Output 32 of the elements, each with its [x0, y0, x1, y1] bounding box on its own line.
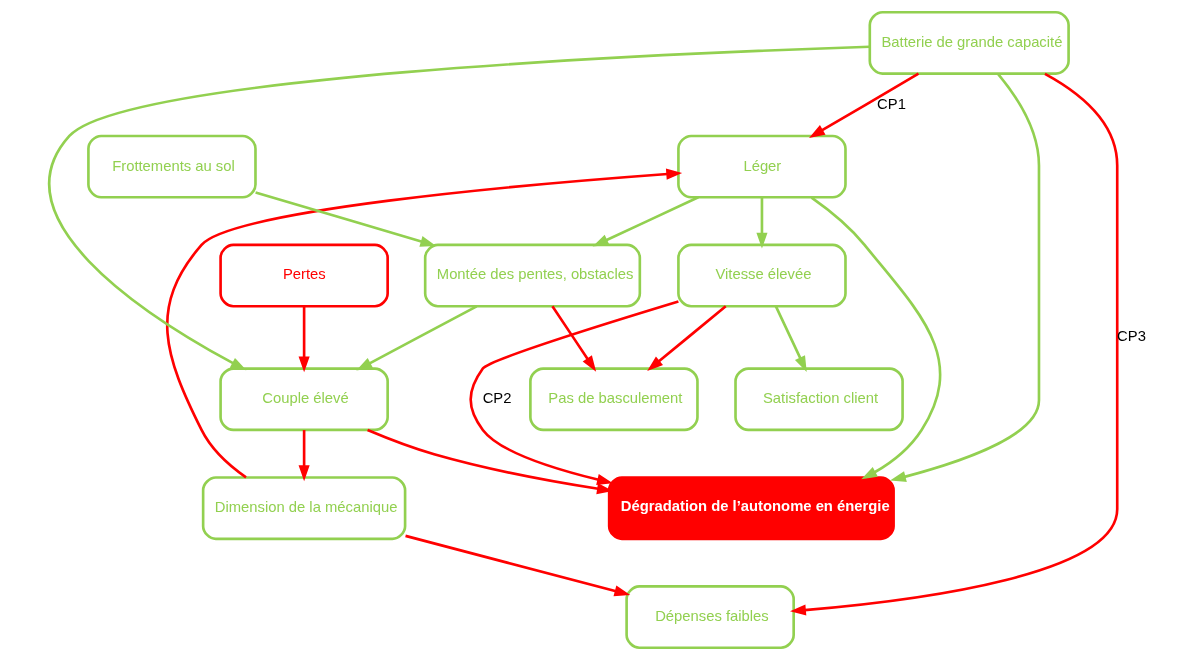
arrow [789, 72, 1119, 616]
arrow [774, 305, 807, 372]
node-box: Montée des pentes, obstacles [423, 243, 641, 308]
node-box: Vitesse élevée [676, 243, 847, 308]
edge-label: CP2 [482, 390, 511, 407]
arrow [47, 45, 870, 371]
edge-label: CP1 [876, 95, 906, 112]
node-box: Pertes [218, 243, 389, 308]
arrow [889, 72, 1040, 483]
arrow [808, 72, 919, 138]
node-box: Dégradation de l’autonome en énergie [607, 476, 895, 541]
arrow [646, 305, 727, 371]
node-box: Frottements au sol [86, 134, 257, 199]
arrow [755, 197, 767, 249]
arrow [404, 534, 630, 597]
node-box: Pas de basculement [528, 367, 699, 432]
node-box: Dimension de la mécanique [201, 476, 406, 541]
arrow [592, 196, 699, 247]
node-box: Couple élevé [218, 367, 389, 432]
arrow [550, 305, 596, 372]
arrow [810, 196, 941, 480]
arrow [298, 306, 310, 373]
arrow [254, 191, 436, 247]
arrow [366, 428, 613, 495]
arrow [298, 430, 310, 482]
node-box: Batterie de grande capacité [867, 10, 1070, 75]
arrow [165, 168, 682, 479]
arrow [468, 300, 679, 485]
node-box: Léger [676, 134, 847, 199]
arrow [355, 305, 477, 371]
node-box: Satisfaction client [733, 367, 904, 432]
node-box: Dépenses faibles [624, 585, 795, 650]
